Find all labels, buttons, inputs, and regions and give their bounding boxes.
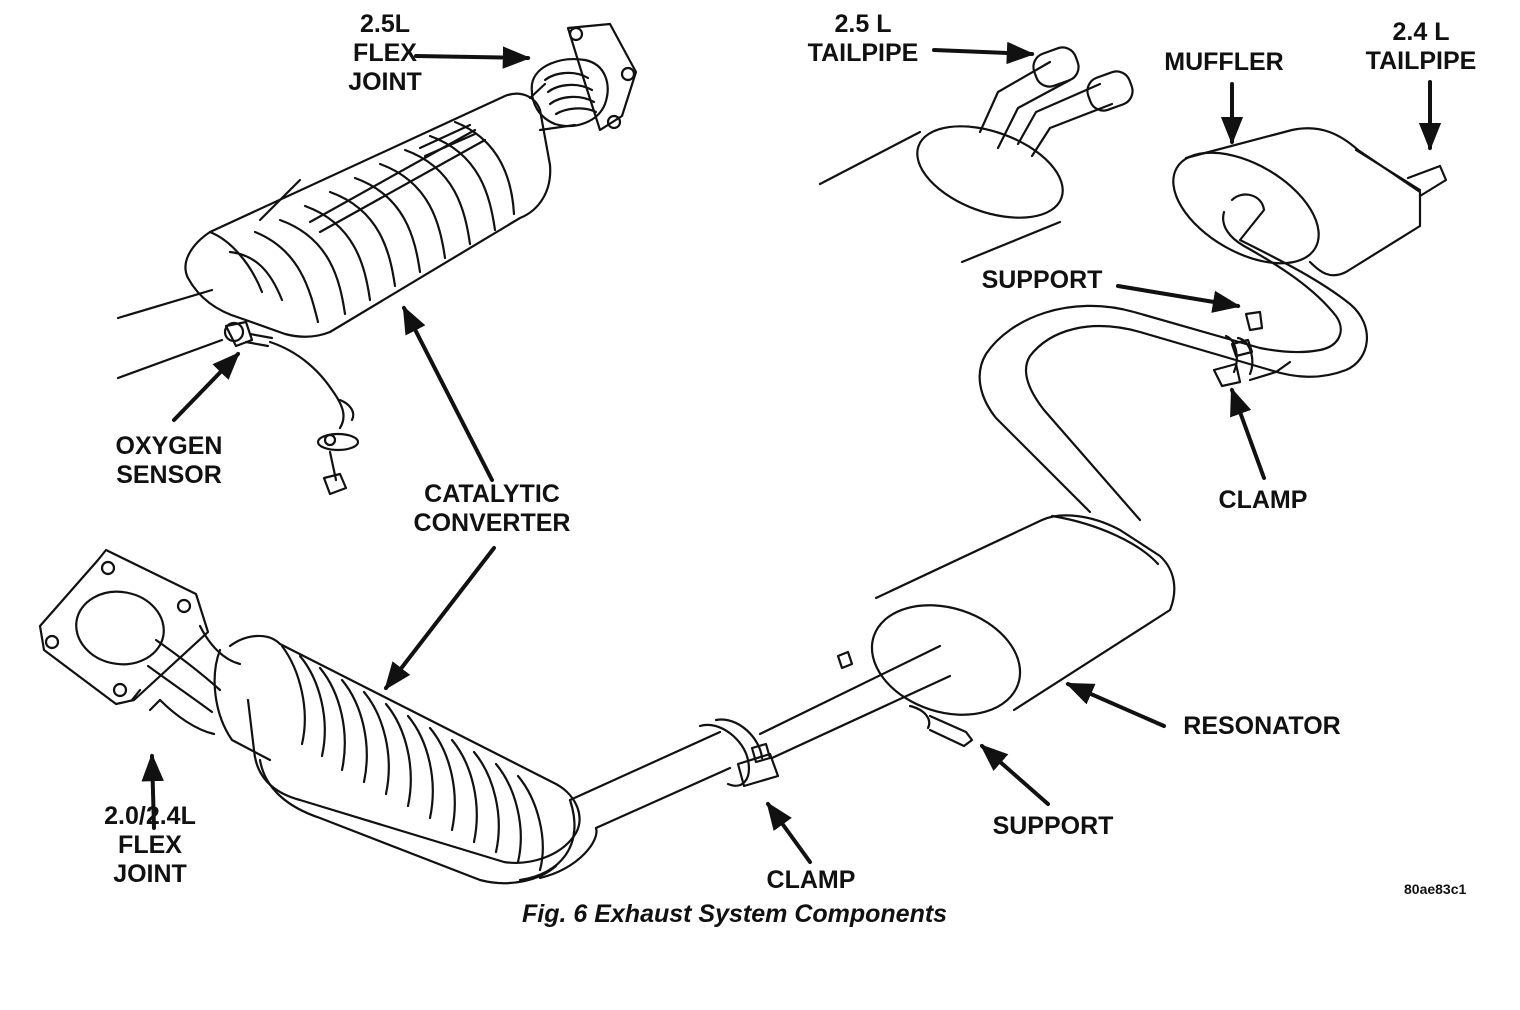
figure-caption: Fig. 6 Exhaust System Components xyxy=(522,900,948,928)
upper-catalytic-converter xyxy=(116,22,638,496)
label-support-upper: SUPPORT xyxy=(981,266,1103,294)
upper-muffler-tailpipe xyxy=(818,46,1134,264)
label-resonator: RESONATOR xyxy=(1183,712,1341,740)
label-support-lower: SUPPORT xyxy=(992,812,1114,840)
lower-catalytic-converter xyxy=(38,548,581,885)
muffler-2-4l xyxy=(1172,127,1448,378)
resonator xyxy=(836,514,1176,748)
label-muffler: MUFFLER xyxy=(1164,48,1284,76)
lower-pipe xyxy=(518,644,952,882)
intermediate-pipe xyxy=(978,304,1292,522)
label-clamp-upper: CLAMP xyxy=(1218,486,1308,514)
callout-arrows xyxy=(141,41,1442,864)
figure-code: 80ae83c1 xyxy=(1404,881,1467,897)
label-clamp-lower: CLAMP xyxy=(766,866,856,894)
